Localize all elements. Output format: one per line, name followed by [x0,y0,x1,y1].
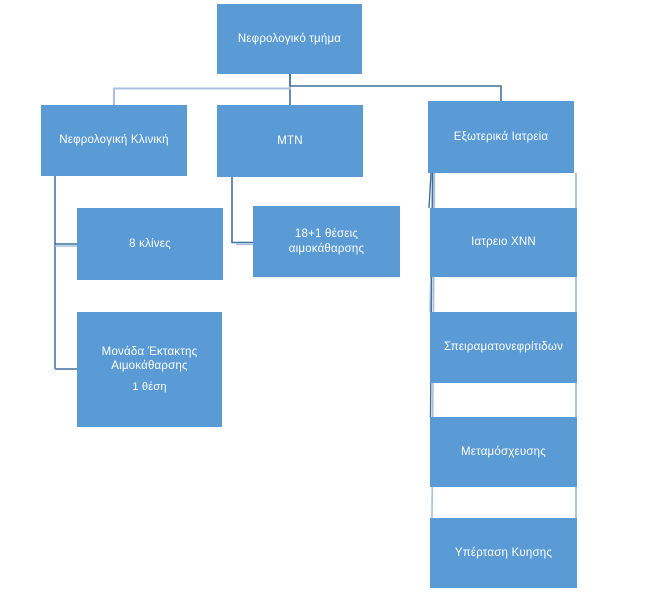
node-mtn: ΜΤΝ [217,105,363,177]
connector-outpatient-xnn [428,172,432,209]
node-xnn-office: Ιατρειο ΧΝΝ [430,208,577,277]
node-transplant-label: Μεταμόσχευσης [461,445,546,458]
node-dialysis-stations-label: 18+1 θέσεις αιμοκάθαρσης [288,228,365,255]
connector-root-outpatient [289,74,502,101]
node-emergency-unit-label: Μονάδα Έκτακτης Αιμοκάθαρσης [101,345,198,373]
node-beds: 8 κλίνες [77,208,223,280]
node-pregnancy-hypertension: Υπέρταση Κυησης [430,518,577,588]
node-pregnancy-hypertension-label: Υπέρταση Κυησης [454,546,553,559]
node-root-label: Νεφρολογικό τμήμα [237,32,342,45]
node-outpatient-label: Εξωτερικά Ιατρεία [453,130,549,143]
node-transplant: Μεταμόσχευσης [430,417,577,487]
node-beds-label: 8 κλίνες [129,237,171,250]
node-emergency-unit: Μονάδα Έκτακτης Αιμοκάθαρσης 1 θέση [77,312,222,427]
node-clinic: Νεφρολογική Κλινική [41,105,187,176]
node-emergency-unit-sublabel: 1 θέση [132,380,167,393]
node-glomerulonephritis-label: Σπειραματονεφρίτιδων [443,341,564,354]
node-xnn-office-label: Ιατρειο ΧΝΝ [471,236,536,249]
node-dialysis-stations: 18+1 θέσεις αιμοκάθαρσης [253,206,400,277]
node-clinic-label: Νεφρολογική Κλινική [59,134,169,147]
node-glomerulonephritis: Σπειραματονεφρίτιδων [430,312,577,383]
node-root: Νεφρολογικό τμήμα [217,4,362,74]
connector-root-clinic [113,77,291,105]
node-outpatient: Εξωτερικά Ιατρεία [428,101,574,173]
node-mtn-label: ΜΤΝ [277,134,303,147]
connector-mtn-stations [231,177,253,244]
